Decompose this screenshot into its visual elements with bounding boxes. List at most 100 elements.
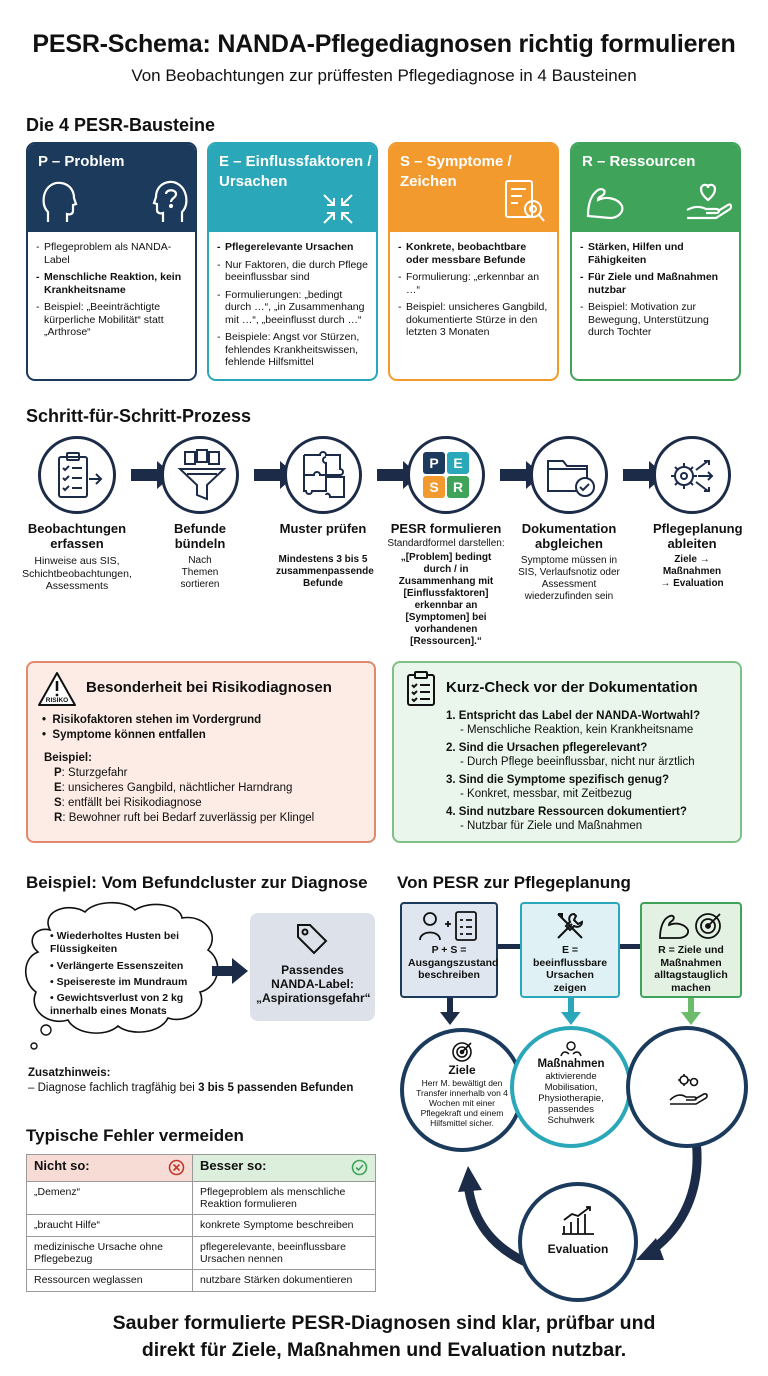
tools-icon (557, 912, 584, 939)
table-row: „Demenz“Pflegeproblem als menschliche Re… (26, 1181, 376, 1215)
connector (496, 944, 522, 949)
question-profile-icon (152, 180, 188, 222)
check-question: 2. Sind die Ursachen pflegerelevant? (446, 742, 648, 754)
document-magnifier-icon (505, 180, 545, 222)
down-arrow-navy (440, 998, 460, 1025)
card-problem: P – Problem Pflegeproblem als NANDA-Labe… (26, 142, 197, 381)
step-label: PESR formulieren (390, 521, 502, 536)
zusatz-title: Zusatzhinweis: (28, 1067, 111, 1079)
funnel-icon (177, 449, 227, 501)
pesr-tile-p: P (423, 452, 445, 474)
cluster-item: • Speisereste im Mundraum (50, 976, 188, 988)
thought-cloud (24, 901, 219, 1050)
card-title: R – Ressourcen (582, 153, 696, 170)
step-desc: Ziele → Maßnahmen → Evaluation (660, 554, 724, 589)
cluster-arrow (212, 958, 248, 984)
card-item: Für Ziele und Maßnahmen nutzbar (588, 271, 719, 296)
card-symptome: S – Symptome / Zeichen Konkrete, beobach… (388, 142, 559, 381)
risk-example-row: R: Bewohner ruft bei Bedarf zuverlässig … (54, 812, 315, 824)
risk-example-row: S: entfällt bei Risikodiagnose (54, 797, 202, 809)
check-answer: - Konkret, messbar, mit Zeitbezug (460, 788, 632, 800)
section-prozess-title: Schritt-für-Schritt-Prozess (26, 406, 252, 426)
down-arrow-teal (561, 998, 581, 1025)
card-item: Formulierungen: „bedingt durch …“, „in Z… (225, 288, 365, 326)
hand-heart-icon (686, 183, 732, 220)
section-planung-title: Von PESR zur Pflegeplanung (397, 873, 631, 892)
step-label: Muster prüfen (279, 521, 367, 536)
check-answer: - Durch Pflege beeinflussbar, nicht nur … (460, 756, 695, 768)
check-box: Kurz-Check vor der Dokumentation 1. Ents… (392, 661, 742, 843)
risk-icon-label: RISIKO (45, 697, 69, 704)
step-desc: Mindestens 3 bis 5 zusammenpassende Befu… (276, 554, 374, 589)
step-circle-2 (161, 436, 239, 514)
section-fehler-title: Typische Fehler vermeiden (26, 1126, 244, 1145)
cycle-massnahmen-title: Maßnahmen (537, 1058, 605, 1070)
risk-box: RISIKO Besonderheit bei Risikodiagnosen … (26, 661, 376, 843)
fehler-table: Nicht so: Besser so: „Demenz“Pflegeprobl… (26, 1154, 376, 1292)
step-label: Pflegeplanung ableiten (653, 521, 743, 551)
section-beispiel-title: Beispiel: Vom Befundcluster zur Diagnose (26, 873, 368, 892)
person-checklist-icon (419, 911, 477, 941)
step-circle-4: P E S R (407, 436, 485, 514)
step-label: Dokumentation abgleichen (521, 521, 617, 551)
cycle-evaluation: Evaluation (518, 1182, 638, 1302)
plan-box-r: R = Ziele und Maßnahmen alltagstauglich … (640, 902, 742, 998)
check-question: 1. Entspricht das Label der NANDA-Wortwa… (446, 710, 701, 722)
clipboard-check-icon (407, 671, 435, 706)
card-title: S – Symptome / Zeichen (400, 153, 512, 190)
hands-gear-icon (560, 1041, 582, 1057)
table-row: „braucht Hilfe“konkrete Symptome beschre… (26, 1214, 376, 1237)
zusatz-text: – Diagnose fachlich tragfähig bei 3 bis … (28, 1082, 354, 1094)
cycle-ressourcen-node (626, 1026, 748, 1148)
pesr-tile-s: S (423, 476, 445, 498)
plan-box-e: E = beeinflussbare Ursachen zeigen (520, 902, 620, 998)
card-title: E – Einflussfaktoren / Ursachen (219, 153, 372, 190)
card-ressourcen: R – Ressourcen Stärken, Hilfen und Fähig… (570, 142, 741, 381)
section-bausteine-title: Die 4 PESR-Bausteine (26, 115, 216, 135)
page-title: PESR-Schema: NANDA-Pflegediagnosen richt… (32, 30, 736, 58)
step-circle-6 (653, 436, 731, 514)
risk-example-row: P: Sturzgefahr (54, 767, 128, 779)
card-item: Beispiel: Motivation zur Bewegung, Unter… (588, 301, 709, 338)
check-question: 3. Sind die Symptome spezifisch genug? (446, 774, 670, 786)
pesr-tile-e: E (447, 452, 469, 474)
cycle-ziele-title: Ziele (448, 1063, 476, 1077)
x-circle-icon (168, 1159, 185, 1176)
card-einflussfaktoren: E – Einflussfaktoren / Ursachen Pflegere… (207, 142, 378, 381)
card-title: P – Problem (38, 153, 125, 170)
cycle-ziele: Ziele Herr M. bewältigt den Transfer inn… (400, 1028, 524, 1152)
pesr-tile-r: R (447, 476, 469, 498)
step-label: Befunde bündeln (174, 521, 226, 551)
card-item: Pflegeproblem als NANDA-Label (44, 241, 172, 266)
arm-target-icon (659, 913, 721, 939)
risk-example-label: Beispiel: (44, 752, 92, 764)
cluster-item: • Wiederholtes Husten bei Flüssigkeiten (50, 930, 180, 955)
nanda-label-box: Passendes NANDA-Label: „Aspirationsgefah… (250, 913, 375, 1021)
target-icon (452, 1042, 472, 1062)
check-answer: - Menschliche Reaktion, kein Krankheitsn… (460, 724, 694, 736)
nanda-label-text: Passendes NANDA-Label: „Aspirationsgefah… (256, 963, 371, 1005)
card-item: Konkrete, beobachtbare oder messbare Bef… (406, 241, 527, 266)
risk-title: Besonderheit bei Risikodiagnosen (86, 679, 332, 696)
gear-arrows-icon (671, 460, 714, 492)
cycle-massnahmen-text: aktivierende Mobilisation, Physiotherapi… (538, 1071, 604, 1126)
cycle-ziele-text: Herr M. bewältigt den Transfer innerhalb… (416, 1078, 508, 1128)
down-arrow-green (681, 998, 701, 1025)
card-item: Nur Faktoren, die durch Pflege beeinflus… (225, 258, 368, 284)
hand-gears-icon (669, 1074, 708, 1105)
table-head-bad: Nicht so: (26, 1154, 193, 1182)
cluster-item: • Gewichtsverlust von 2 kg innerhalb ein… (50, 992, 184, 1017)
check-answer: - Nutzbar für Ziele und Maßnahmen (460, 820, 643, 832)
head-profile-icon (42, 181, 78, 222)
check-title: Kurz-Check vor der Dokumentation (446, 679, 698, 696)
tag-icon (297, 924, 328, 955)
cluster-item: • Verlängerte Essenszeiten (50, 960, 184, 972)
table-head-good: Besser so: (192, 1154, 376, 1182)
page-subtitle: Von Beobachtungen zur prüffesten Pfleged… (131, 66, 637, 85)
card-item: Stärken, Hilfen und Fähigkeiten (588, 241, 684, 266)
risk-example-row: E: unsicheres Gangbild, nächtlicher Harn… (54, 782, 293, 794)
folder-check-icon (547, 460, 595, 497)
risk-bullet: • Risikofaktoren stehen im Vordergrund (42, 714, 262, 726)
cycle-evaluation-title: Evaluation (547, 1242, 609, 1256)
